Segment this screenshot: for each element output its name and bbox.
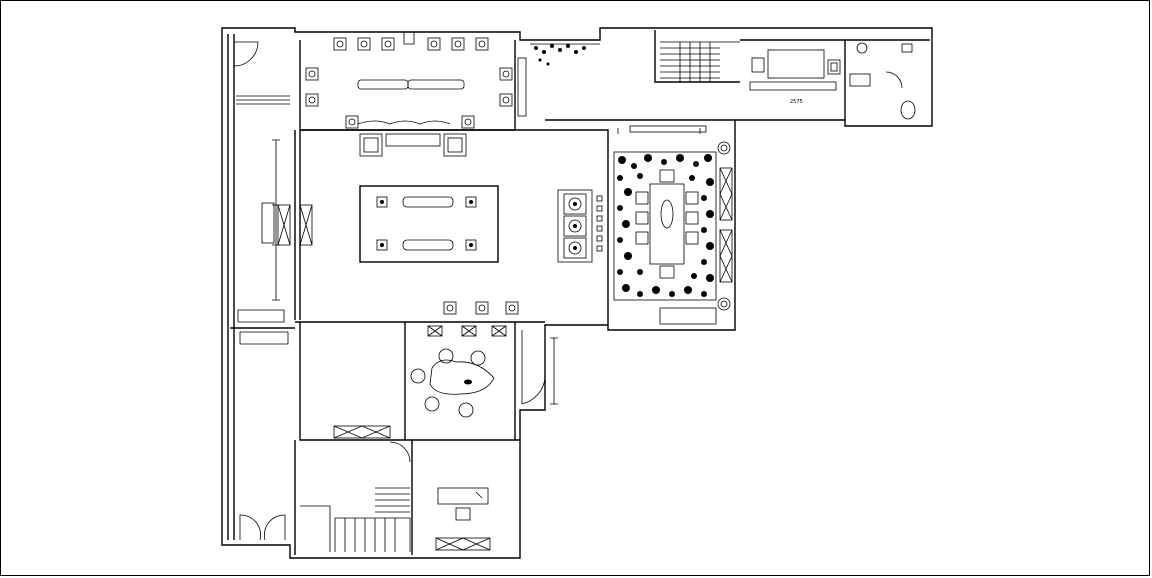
dim-label-2575: 2575 [790,99,803,105]
dimension-ticks [272,128,701,405]
study-room [435,487,491,551]
top-reception [305,31,527,157]
lower-room [333,425,411,463]
entry-planter [530,43,600,66]
bottom-stair [300,487,411,552]
carpet-pattern [617,154,714,297]
outer-walls [221,27,933,559]
main-hall [277,185,603,315]
left-corridor [233,41,290,541]
tea-room [410,325,546,418]
dining-room [613,125,733,325]
top-chair-row [333,31,489,51]
top-right-rooms: 2575 [660,41,916,120]
